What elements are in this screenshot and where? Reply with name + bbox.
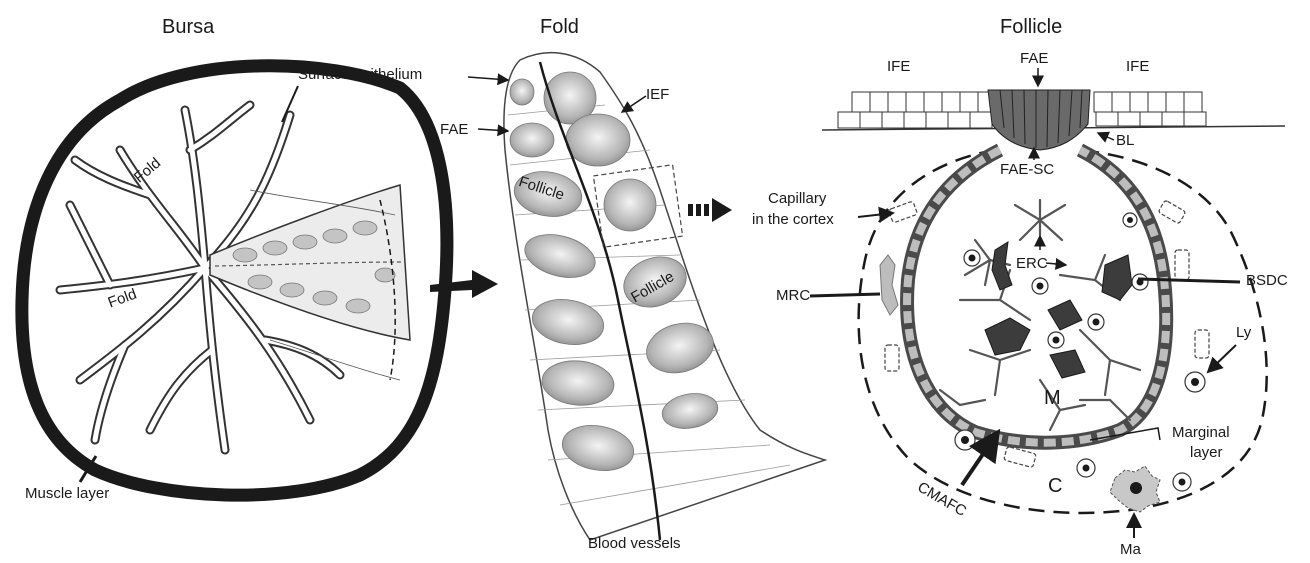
label-surface-epithelium: Surface epithelium	[298, 66, 422, 83]
pointer-mrc	[810, 294, 880, 296]
label-erc: ERC	[1016, 255, 1048, 272]
ife-cells-left	[838, 92, 994, 128]
panel-title-bursa: Bursa	[162, 16, 215, 38]
pointer-ief	[622, 96, 646, 112]
follicle-medulla-boundary	[907, 150, 1166, 443]
label-bl: BL	[1116, 132, 1134, 149]
label-ief: IEF	[646, 86, 669, 103]
label-mrc: MRC	[776, 287, 810, 304]
label-fold-fae: FAE	[440, 121, 468, 138]
pointer-bl	[1098, 133, 1114, 140]
pointer-erc	[1046, 263, 1066, 265]
pointer-surface-epithelium-fold	[468, 77, 508, 80]
label-fae-sc: FAE-SC	[1000, 161, 1054, 178]
label-fae: FAE	[1020, 50, 1048, 67]
label-fold-lower: Fold	[106, 286, 139, 312]
bursa-cross-section	[22, 66, 447, 495]
ife-cells-right	[1094, 92, 1206, 126]
label-ife-right: IFE	[1126, 58, 1149, 75]
label-ife-left: IFE	[887, 58, 910, 75]
label-c: C	[1048, 475, 1062, 497]
label-cmafc: CMAFC	[915, 479, 970, 520]
label-ly: Ly	[1236, 324, 1252, 341]
panel-title-follicle: Follicle	[1000, 16, 1062, 38]
cortex-mrc-cell	[880, 255, 898, 315]
pointer-ly	[1208, 345, 1236, 372]
label-marginal-line1: Marginal	[1172, 424, 1230, 441]
label-muscle-layer: Muscle layer	[25, 485, 109, 502]
pointer-capillary	[858, 213, 893, 217]
label-marginal-line2: layer	[1190, 444, 1223, 461]
label-capillary-line1: Capillary	[768, 190, 827, 207]
arrow-fold-to-follicle	[688, 198, 732, 222]
label-bsdc: BSDC	[1246, 272, 1288, 289]
label-ma: Ma	[1120, 541, 1141, 558]
medulla-reticular-network	[940, 200, 1140, 430]
label-capillary-line2: in the cortex	[752, 211, 834, 228]
label-m: M	[1044, 387, 1061, 409]
label-blood-vessels: Blood vessels	[588, 535, 681, 552]
pointer-bsdc	[1138, 279, 1240, 282]
panel-title-fold: Fold	[540, 16, 579, 38]
